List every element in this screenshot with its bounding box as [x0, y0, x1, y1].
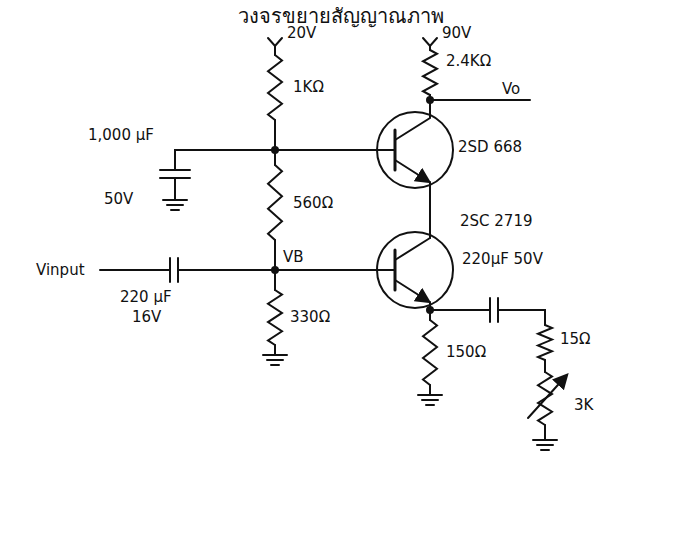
component-label: Vo	[502, 80, 520, 98]
wire-input	[100, 269, 170, 271]
junction	[272, 267, 278, 273]
resistor-symbol	[268, 165, 282, 240]
transistor-q2-emitter	[395, 280, 428, 301]
ground-symbol	[418, 395, 442, 405]
capacitor-220uf-emitter	[490, 298, 498, 322]
resistor-symbol	[423, 50, 437, 95]
wire-q2-base	[178, 269, 395, 271]
transistor-q2-collector	[395, 238, 430, 260]
junction	[272, 147, 278, 153]
component-label: 90V	[442, 24, 471, 42]
supply-20v	[268, 38, 282, 55]
ground-symbol	[163, 200, 187, 210]
supply-90v	[423, 38, 437, 50]
component-label: 3K	[574, 396, 593, 414]
component-label: 1,000 μF	[88, 126, 154, 144]
resistor-symbol	[538, 325, 552, 360]
component-label: 2.4KΩ	[446, 52, 491, 70]
wire	[274, 345, 276, 355]
component-label: 150Ω	[446, 343, 486, 361]
component-label: 20V	[287, 24, 316, 42]
component-label: 330Ω	[290, 308, 330, 326]
component-label: 50V	[104, 190, 133, 208]
transistor-q1-base	[394, 130, 397, 170]
transistor-q2-body	[377, 232, 453, 308]
title: วงจรขยายสัญญาณภาพ	[0, 4, 681, 28]
component-label: 2SC 2719	[460, 212, 532, 230]
ground-symbol	[533, 440, 557, 450]
junction	[427, 97, 433, 103]
component-label: Vinput	[36, 261, 85, 279]
transistor-q2-base	[394, 250, 397, 290]
component-label: 16V	[132, 308, 161, 326]
wire	[430, 309, 490, 311]
component-label: 15Ω	[560, 330, 591, 348]
resistor-symbol	[268, 55, 282, 120]
transistor-q1-body	[377, 112, 453, 188]
component-label: 560Ω	[293, 194, 333, 212]
wire	[274, 120, 276, 290]
component-label: 2SD 668	[458, 138, 522, 156]
component-label: 220 μF	[120, 288, 172, 306]
wire-output	[430, 99, 530, 101]
wire	[429, 182, 431, 238]
wire	[174, 178, 176, 200]
transistor-q1-collector	[395, 95, 430, 140]
ground-symbol	[263, 355, 287, 365]
junction	[427, 307, 433, 313]
transistor-q1-emitter	[395, 160, 428, 181]
wire	[175, 150, 275, 170]
wire	[429, 385, 431, 395]
capacitor-220uf-input	[170, 258, 178, 282]
capacitor-1000uf	[160, 170, 190, 178]
resistor-symbol	[538, 372, 552, 425]
resistor-symbol	[423, 320, 437, 385]
component-label: 1KΩ	[293, 78, 324, 96]
component-label: VB	[283, 248, 304, 266]
resistor-symbol	[268, 290, 282, 345]
component-label: 220μF 50V	[462, 250, 543, 268]
